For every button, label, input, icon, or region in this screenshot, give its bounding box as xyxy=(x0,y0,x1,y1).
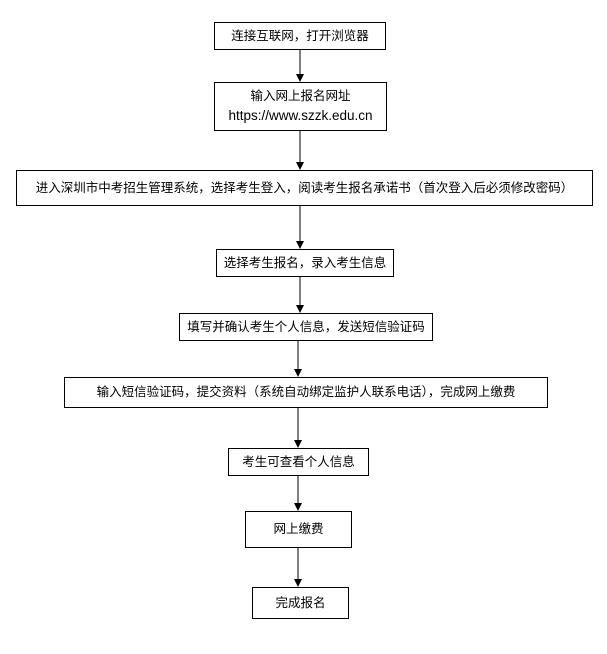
step-7-box: 考生可查看个人信息 xyxy=(228,448,369,476)
step-3-box: 进入深圳市中考招生管理系统，选择考生登入，阅读考生报名承诺书（首次登入后必须修改… xyxy=(16,170,593,206)
step-1-box: 连接互联网，打开浏览器 xyxy=(214,22,386,50)
step-5-box: 填写并确认考生个人信息，发送短信验证码 xyxy=(179,313,433,341)
step-2-text: 输入网上报名网址 xyxy=(250,88,351,103)
step-6-box: 输入短信验证码，提交资料（系统自动绑定监护人联系电话），完成网上缴费 xyxy=(64,377,548,408)
step-8-box: 网上缴费 xyxy=(245,511,352,548)
step-1-text: 连接互联网，打开浏览器 xyxy=(231,27,369,43)
step-2-box: 输入网上报名网址 https://www.szzk.edu.cn xyxy=(214,82,387,131)
step-2-url: https://www.szzk.edu.cn xyxy=(228,107,373,123)
step-4-box: 选择考生报名，录入考生信息 xyxy=(216,249,394,277)
step-4-text: 选择考生报名，录入考生信息 xyxy=(223,254,387,270)
step-5-text: 填写并确认考生个人信息，发送短信验证码 xyxy=(187,318,425,334)
step-9-box: 完成报名 xyxy=(252,587,349,619)
step-8-text: 网上缴费 xyxy=(273,521,324,537)
step-3-text: 进入深圳市中考招生管理系统，选择考生登入，阅读考生报名承诺书（首次登入后必须修改… xyxy=(35,179,574,195)
step-9-text: 完成报名 xyxy=(275,594,326,610)
step-6-text: 输入短信验证码，提交资料（系统自动绑定监护人联系电话），完成网上缴费 xyxy=(96,384,516,400)
step-7-text: 考生可查看个人信息 xyxy=(242,453,355,469)
